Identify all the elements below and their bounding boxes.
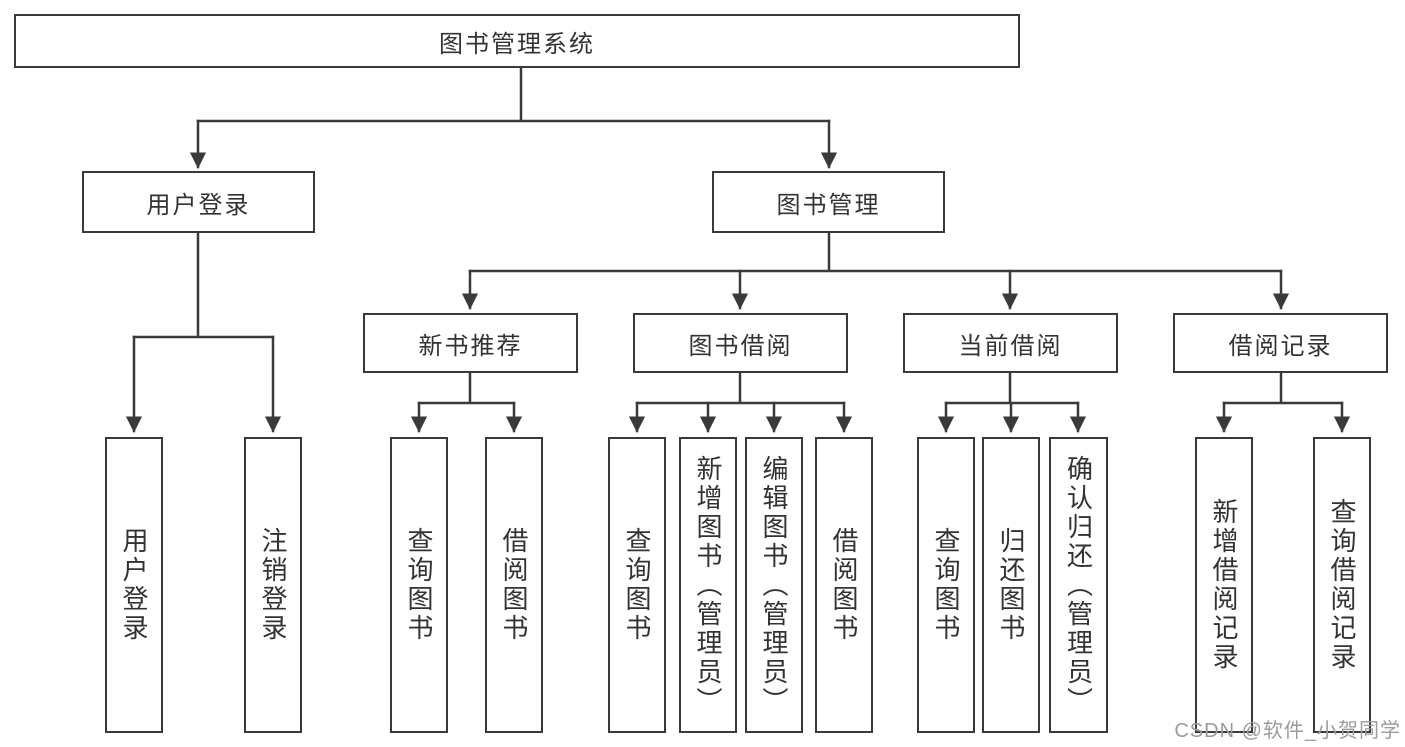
leaf-records-add-record-label: 新增借阅记录 xyxy=(1209,498,1239,672)
leaf-user-login: 用户登录 xyxy=(105,437,163,733)
node-library-system: 图书管理系统 xyxy=(14,14,1020,68)
leaf-borrow-add-books-admin-label: 新增图书（管理员） xyxy=(693,454,723,716)
leaf-recommend-query-books-label: 查询图书 xyxy=(404,527,434,643)
node-user-login: 用户登录 xyxy=(82,171,315,233)
leaf-recommend-borrow-books-label: 借阅图书 xyxy=(499,527,529,643)
node-borrow-records: 借阅记录 xyxy=(1173,313,1388,373)
connector-borrow-split xyxy=(635,371,846,405)
leaf-current-return-books: 归还图书 xyxy=(982,437,1040,733)
leaf-recommend-query-books: 查询图书 xyxy=(390,437,448,733)
connector-records-split xyxy=(1222,371,1344,405)
leaf-borrow-add-books-admin: 新增图书（管理员） xyxy=(679,437,737,733)
connector-recommend-split xyxy=(417,371,516,405)
leaf-current-return-books-label: 归还图书 xyxy=(996,527,1026,643)
leaf-borrow-borrow-books-label: 借阅图书 xyxy=(829,527,859,643)
watermark: CSDN @软件_小贺同学 xyxy=(1174,720,1401,742)
connector-book-management-split xyxy=(468,231,1283,273)
leaf-current-query-books-label: 查询图书 xyxy=(931,527,961,643)
leaf-logout: 注销登录 xyxy=(244,437,302,733)
leaf-borrow-edit-books-admin: 编辑图书（管理员） xyxy=(745,437,803,733)
leaf-current-confirm-return-admin: 确认归还（管理员） xyxy=(1049,437,1108,733)
connector-user-login-split xyxy=(132,231,275,339)
leaf-recommend-borrow-books: 借阅图书 xyxy=(485,437,543,733)
leaf-user-login-label: 用户登录 xyxy=(119,527,149,643)
node-book-borrow: 图书借阅 xyxy=(633,313,848,373)
leaf-records-query-record-label: 查询借阅记录 xyxy=(1327,498,1357,672)
leaf-logout-label: 注销登录 xyxy=(258,527,288,643)
leaf-borrow-edit-books-admin-label: 编辑图书（管理员） xyxy=(759,454,789,716)
node-new-book-recommend: 新书推荐 xyxy=(363,313,578,373)
leaf-current-confirm-return-admin-label: 确认归还（管理员） xyxy=(1063,454,1094,716)
node-book-management: 图书管理 xyxy=(712,171,945,233)
node-current-borrow: 当前借阅 xyxy=(903,313,1118,373)
leaf-records-add-record: 新增借阅记录 xyxy=(1195,437,1253,733)
leaf-current-query-books: 查询图书 xyxy=(917,437,975,733)
connector-root-split xyxy=(196,65,831,123)
leaf-borrow-query-books: 查询图书 xyxy=(608,437,666,733)
leaf-borrow-query-books-label: 查询图书 xyxy=(622,527,652,643)
leaf-records-query-record: 查询借阅记录 xyxy=(1313,437,1371,733)
connector-current-split xyxy=(944,371,1080,405)
leaf-borrow-borrow-books: 借阅图书 xyxy=(815,437,873,733)
